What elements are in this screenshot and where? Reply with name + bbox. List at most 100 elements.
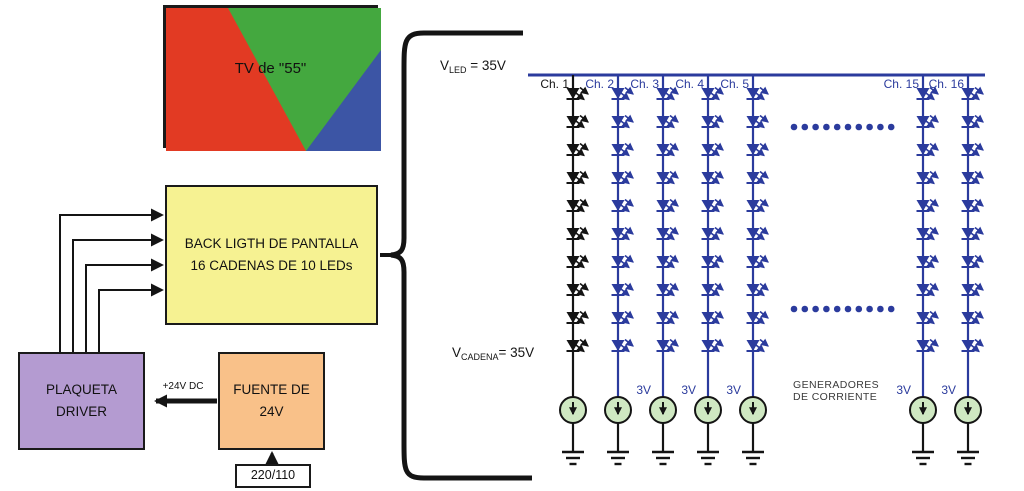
backlight-box: BACK LIGTH DE PANTALLA 16 CADENAS DE 10 … xyxy=(165,185,378,325)
driver-box: PLAQUETA DRIVER xyxy=(18,352,145,450)
led-triangle xyxy=(566,256,580,267)
tv-label: TV de "55" xyxy=(234,60,307,77)
led-channel: Ch. 43V xyxy=(675,75,724,466)
led-emission-arrow xyxy=(575,288,585,297)
led-triangle xyxy=(701,88,715,99)
led-emission-arrow xyxy=(974,198,984,207)
continuation-dot xyxy=(833,123,841,131)
led-emission-arrow xyxy=(925,120,935,129)
led-triangle xyxy=(611,172,625,183)
led-emission-arrow xyxy=(925,316,935,325)
continuation-dot xyxy=(866,123,873,131)
vcadena-post: = 35V xyxy=(499,345,535,360)
led-triangle xyxy=(961,256,975,267)
continuation-dot xyxy=(812,123,819,131)
led-emission-arrow xyxy=(759,170,769,179)
led-emission-arrow xyxy=(759,254,769,263)
led-triangle xyxy=(746,312,760,323)
led-emission-arrow xyxy=(710,92,720,101)
led-triangle xyxy=(566,312,580,323)
led-triangle xyxy=(916,116,930,127)
led-emission-arrow xyxy=(929,142,939,151)
led-emission-arrow xyxy=(970,260,980,269)
led-emission-arrow xyxy=(759,226,769,235)
backlight-line1: BACK LIGTH DE PANTALLA xyxy=(184,235,359,251)
generator-voltage-label: 3V xyxy=(636,383,651,397)
led-emission-arrow xyxy=(620,316,630,325)
led-emission-arrow xyxy=(579,254,589,263)
led-emission-arrow xyxy=(624,114,634,123)
led-triangle xyxy=(961,144,975,155)
led-emission-arrow xyxy=(579,310,589,319)
led-triangle xyxy=(701,340,715,351)
led-triangle xyxy=(916,256,930,267)
led-emission-arrow xyxy=(925,260,935,269)
led-emission-arrow xyxy=(620,288,630,297)
led-emission-arrow xyxy=(575,344,585,353)
led-emission-arrow xyxy=(665,260,675,269)
led-emission-arrow xyxy=(929,114,939,123)
led-emission-arrow xyxy=(929,282,939,291)
led-triangle xyxy=(746,284,760,295)
led-channel: Ch. 53V xyxy=(720,75,769,466)
led-triangle xyxy=(611,340,625,351)
led-triangle xyxy=(916,340,930,351)
led-emission-arrow xyxy=(714,170,724,179)
current-generator xyxy=(604,396,632,424)
led-emission-arrow xyxy=(575,120,585,129)
led-emission-arrow xyxy=(575,316,585,325)
led-triangle xyxy=(701,200,715,211)
led-triangle xyxy=(611,200,625,211)
led-triangle xyxy=(961,116,975,127)
led-emission-arrow xyxy=(620,232,630,241)
led-triangle xyxy=(961,340,975,351)
led-triangle xyxy=(656,88,670,99)
led-emission-arrow xyxy=(759,310,769,319)
led-emission-arrow xyxy=(755,92,765,101)
led-emission-arrow xyxy=(579,226,589,235)
tv-red-region xyxy=(166,8,306,151)
led-emission-arrow xyxy=(929,310,939,319)
led-triangle xyxy=(916,88,930,99)
led-channel: Ch. 1 xyxy=(540,75,589,466)
current-generator xyxy=(739,396,767,424)
led-emission-arrow xyxy=(755,176,765,185)
tv-blue-region xyxy=(306,50,381,151)
led-emission-arrow xyxy=(755,344,765,353)
led-emission-arrow xyxy=(929,338,939,347)
led-emission-arrow xyxy=(974,170,984,179)
led-emission-arrow xyxy=(974,86,984,95)
led-emission-arrow xyxy=(624,338,634,347)
led-triangle xyxy=(746,88,760,99)
vcadena-label: VCADENA= 35V xyxy=(452,345,534,362)
continuation-dot xyxy=(833,305,841,313)
continuation-dot xyxy=(790,305,798,313)
led-emission-arrow xyxy=(925,204,935,213)
led-triangle xyxy=(656,144,670,155)
led-triangle xyxy=(701,228,715,239)
led-triangle xyxy=(656,228,670,239)
led-emission-arrow xyxy=(575,92,585,101)
led-emission-arrow xyxy=(624,282,634,291)
led-triangle xyxy=(566,200,580,211)
led-emission-arrow xyxy=(624,170,634,179)
led-emission-arrow xyxy=(575,232,585,241)
led-emission-arrow xyxy=(759,86,769,95)
led-emission-arrow xyxy=(714,310,724,319)
led-triangle xyxy=(656,200,670,211)
vcadena-sub: CADENA xyxy=(461,352,499,362)
led-triangle xyxy=(656,312,670,323)
brace-curve xyxy=(390,30,425,481)
led-triangle xyxy=(656,284,670,295)
led-emission-arrow xyxy=(759,114,769,123)
led-emission-arrow xyxy=(759,282,769,291)
continuation-dot xyxy=(823,305,830,313)
led-triangle xyxy=(566,144,580,155)
led-triangle xyxy=(566,116,580,127)
led-emission-arrow xyxy=(970,316,980,325)
led-triangle xyxy=(566,228,580,239)
